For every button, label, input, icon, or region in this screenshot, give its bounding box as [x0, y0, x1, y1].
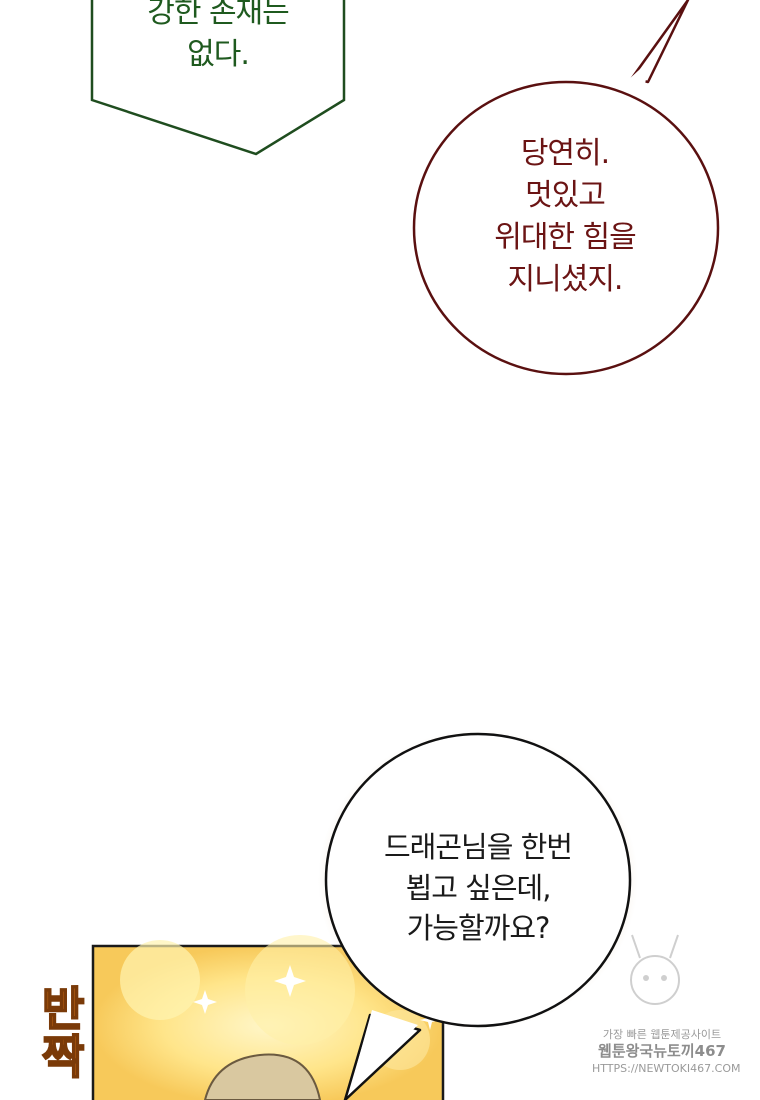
watermark-line-2: 웹툰왕국뉴토끼467 — [598, 1042, 726, 1061]
top-caption-line: 없다. — [187, 37, 250, 72]
bottom-bubble-line: 드래곤님을 한번 — [384, 830, 573, 864]
round-bubble-line: 지니셨지. — [507, 262, 624, 297]
round-bubble-line: 멋있고 — [525, 178, 606, 213]
bottom-bubble-line: 가능할까요? — [406, 911, 551, 946]
round-bubble-line: 위대한 힘을 — [494, 220, 637, 255]
round-bubble-line: 당연히. — [520, 136, 610, 171]
sound-effect-text: 반짝 — [41, 982, 85, 1085]
round-speech-bubble — [412, 0, 720, 376]
top-caption-box — [90, 0, 346, 156]
round-bubble-text: 당연히. 멋있고 위대한 힘을 지니셨지. — [430, 133, 700, 301]
bottom-bubble-line: 뵙고 싶은데, — [405, 870, 552, 905]
top-caption-text: 강한 존재는 없다. — [92, 0, 344, 76]
bottom-bubble-text: 드래곤님을 한번 뵙고 싶은데, 가능할까요? — [340, 827, 616, 949]
watermark-line-1: 가장 빠른 웹툰제공사이트 — [602, 1028, 722, 1041]
watermark-text: 가장 빠른 웹툰제공사이트 웹툰왕국뉴토끼467 HTTPS://NEWTOKI… — [592, 1028, 741, 1076]
watermark-line-3: HTTPS://NEWTOKI467.COM — [592, 1061, 741, 1075]
top-caption-line: 강한 존재는 — [147, 0, 290, 30]
bottom-speech-bubble — [318, 730, 638, 1100]
watermark-mascot — [630, 934, 680, 1005]
